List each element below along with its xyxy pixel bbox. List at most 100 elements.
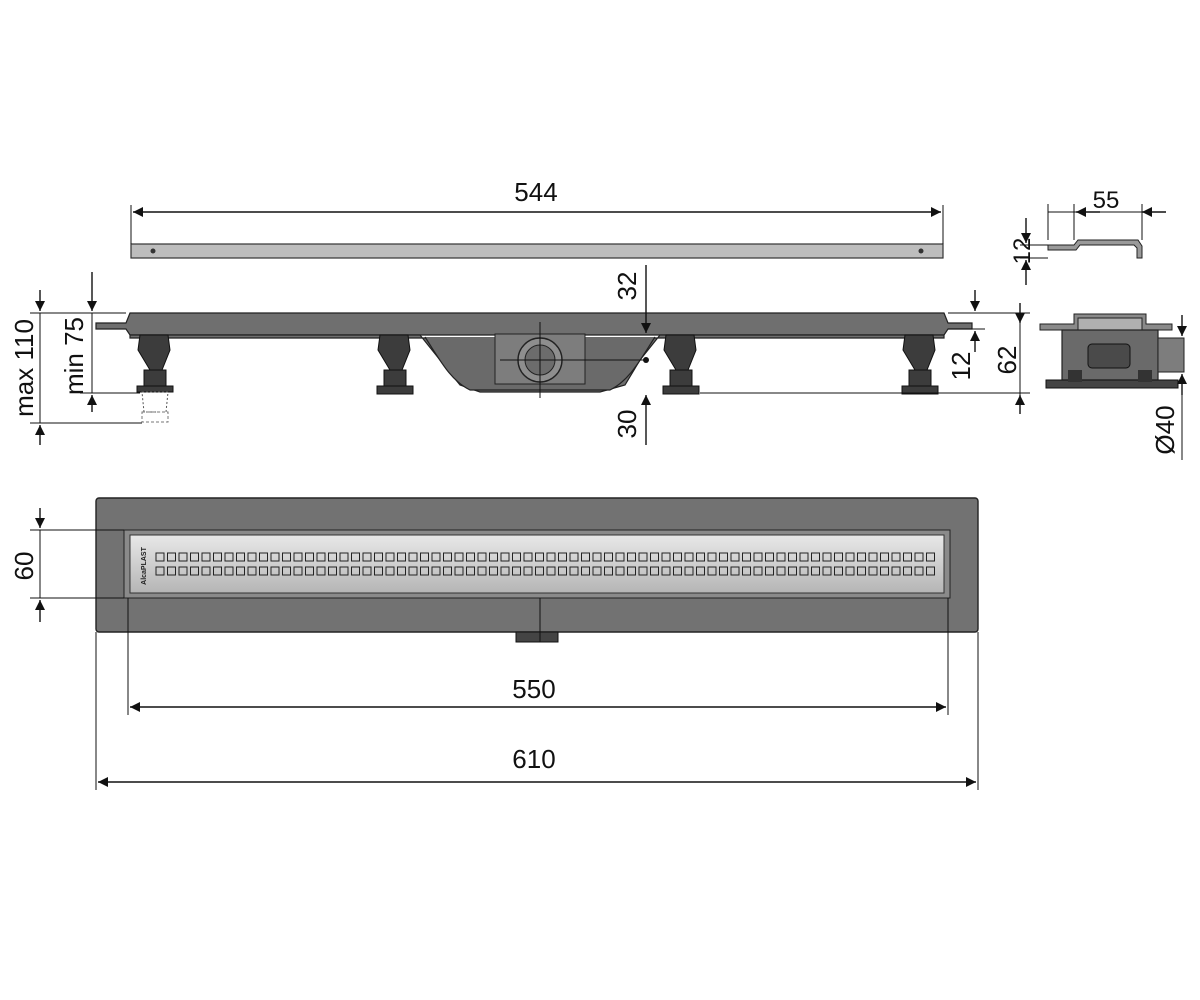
grate-slot	[443, 566, 452, 576]
grate-slot	[351, 566, 360, 576]
grate-slot	[857, 552, 866, 562]
grate-slot	[431, 566, 441, 576]
grate-slot	[903, 566, 912, 576]
grate-slot	[270, 566, 280, 576]
dimension-label-60: 60	[9, 552, 39, 581]
grate-slot	[512, 566, 521, 576]
grate-slot	[845, 566, 855, 576]
grate-slot	[811, 552, 820, 562]
grate-slot	[489, 566, 498, 576]
grate-slot	[247, 552, 257, 562]
grate-slot	[788, 566, 797, 576]
grate-slot	[213, 566, 222, 576]
grate-slot	[592, 566, 602, 576]
grate-slot	[788, 552, 797, 562]
grate-slot	[650, 552, 659, 562]
grate-slot	[730, 566, 740, 576]
grate-slot	[581, 552, 590, 562]
grate-slot	[535, 566, 544, 576]
grate-slot	[397, 552, 406, 562]
grate-top	[129, 534, 945, 594]
grate-slot	[339, 566, 349, 576]
dimension-label-12: 12	[946, 352, 976, 381]
dimension-label-550: 550	[512, 674, 555, 704]
adjustable-foot-2	[376, 334, 414, 395]
grate-slot	[339, 552, 349, 562]
grate-slot	[466, 566, 475, 576]
dimension-label-min-75: min 75	[59, 317, 89, 395]
grate-slot	[293, 552, 303, 562]
grate-slot	[696, 566, 705, 576]
dimension-label-544: 544	[514, 177, 557, 207]
adjustable-foot-4	[901, 334, 939, 395]
grate-slot	[661, 566, 671, 576]
grate-slot	[558, 552, 567, 562]
dimension-label-12-profile: 12	[1009, 238, 1036, 265]
grate-pattern	[155, 552, 935, 576]
grate-slot	[926, 552, 935, 562]
grate-slot	[190, 566, 199, 576]
grate-slot	[753, 566, 763, 576]
grate-slot	[914, 566, 924, 576]
grate-slot	[638, 552, 648, 562]
channel-side-view: 32 30 12 62 max 110 min 75	[9, 265, 1030, 445]
grate-slot	[799, 566, 809, 576]
grate-slot	[868, 552, 878, 562]
grate-slot	[454, 566, 464, 576]
adjustable-foot-3	[662, 334, 700, 395]
dimension-label-diameter-40: Ø40	[1150, 405, 1180, 454]
grate-slot	[558, 566, 567, 576]
grate-slot	[178, 566, 188, 576]
grate-slot	[305, 566, 314, 576]
grate-slot	[581, 566, 590, 576]
grate-slot	[673, 552, 682, 562]
grate-slot	[730, 552, 740, 562]
grate-slot	[270, 552, 280, 562]
grate-slot	[155, 552, 165, 562]
grate-slot	[167, 566, 176, 576]
grate-slot	[224, 566, 234, 576]
grate-slot	[822, 552, 832, 562]
grate-slot	[454, 552, 464, 562]
grate-slot	[684, 566, 694, 576]
grate-slot	[500, 566, 510, 576]
grate-slot	[397, 566, 406, 576]
grate-slot	[569, 566, 579, 576]
grate-slot	[247, 566, 257, 576]
grate-slot	[477, 566, 487, 576]
grate-slot	[615, 552, 625, 562]
grate-slot	[224, 552, 234, 562]
grate-slot	[684, 552, 694, 562]
grate-slot	[420, 566, 429, 576]
grate-slot	[673, 566, 682, 576]
grate-slot	[523, 552, 533, 562]
grate-slot	[638, 566, 648, 576]
grate-slot	[316, 552, 326, 562]
grate-slot	[765, 566, 774, 576]
grate-slot	[523, 566, 533, 576]
grate-slot	[408, 566, 418, 576]
grate-slot	[914, 552, 924, 562]
grate-slot	[178, 552, 188, 562]
grate-slot	[834, 552, 843, 562]
channel-cross-section: Ø40	[1039, 313, 1187, 460]
grate-slot	[776, 552, 786, 562]
grate-slot	[742, 552, 751, 562]
grate-slot	[868, 566, 878, 576]
grate-slot	[903, 552, 912, 562]
grate-slot	[834, 566, 843, 576]
grate-slot	[604, 552, 613, 562]
grate-slot	[316, 566, 326, 576]
grate-slot	[282, 552, 291, 562]
grate-slot	[845, 552, 855, 562]
grate-slot	[385, 566, 395, 576]
grate-slot	[615, 566, 625, 576]
grate-slot	[661, 552, 671, 562]
grate-slot	[627, 552, 636, 562]
grate-slot	[374, 566, 383, 576]
dimension-label-30: 30	[612, 410, 642, 439]
grate-slot	[236, 552, 245, 562]
grate-slot	[512, 552, 521, 562]
grate-slot	[627, 566, 636, 576]
